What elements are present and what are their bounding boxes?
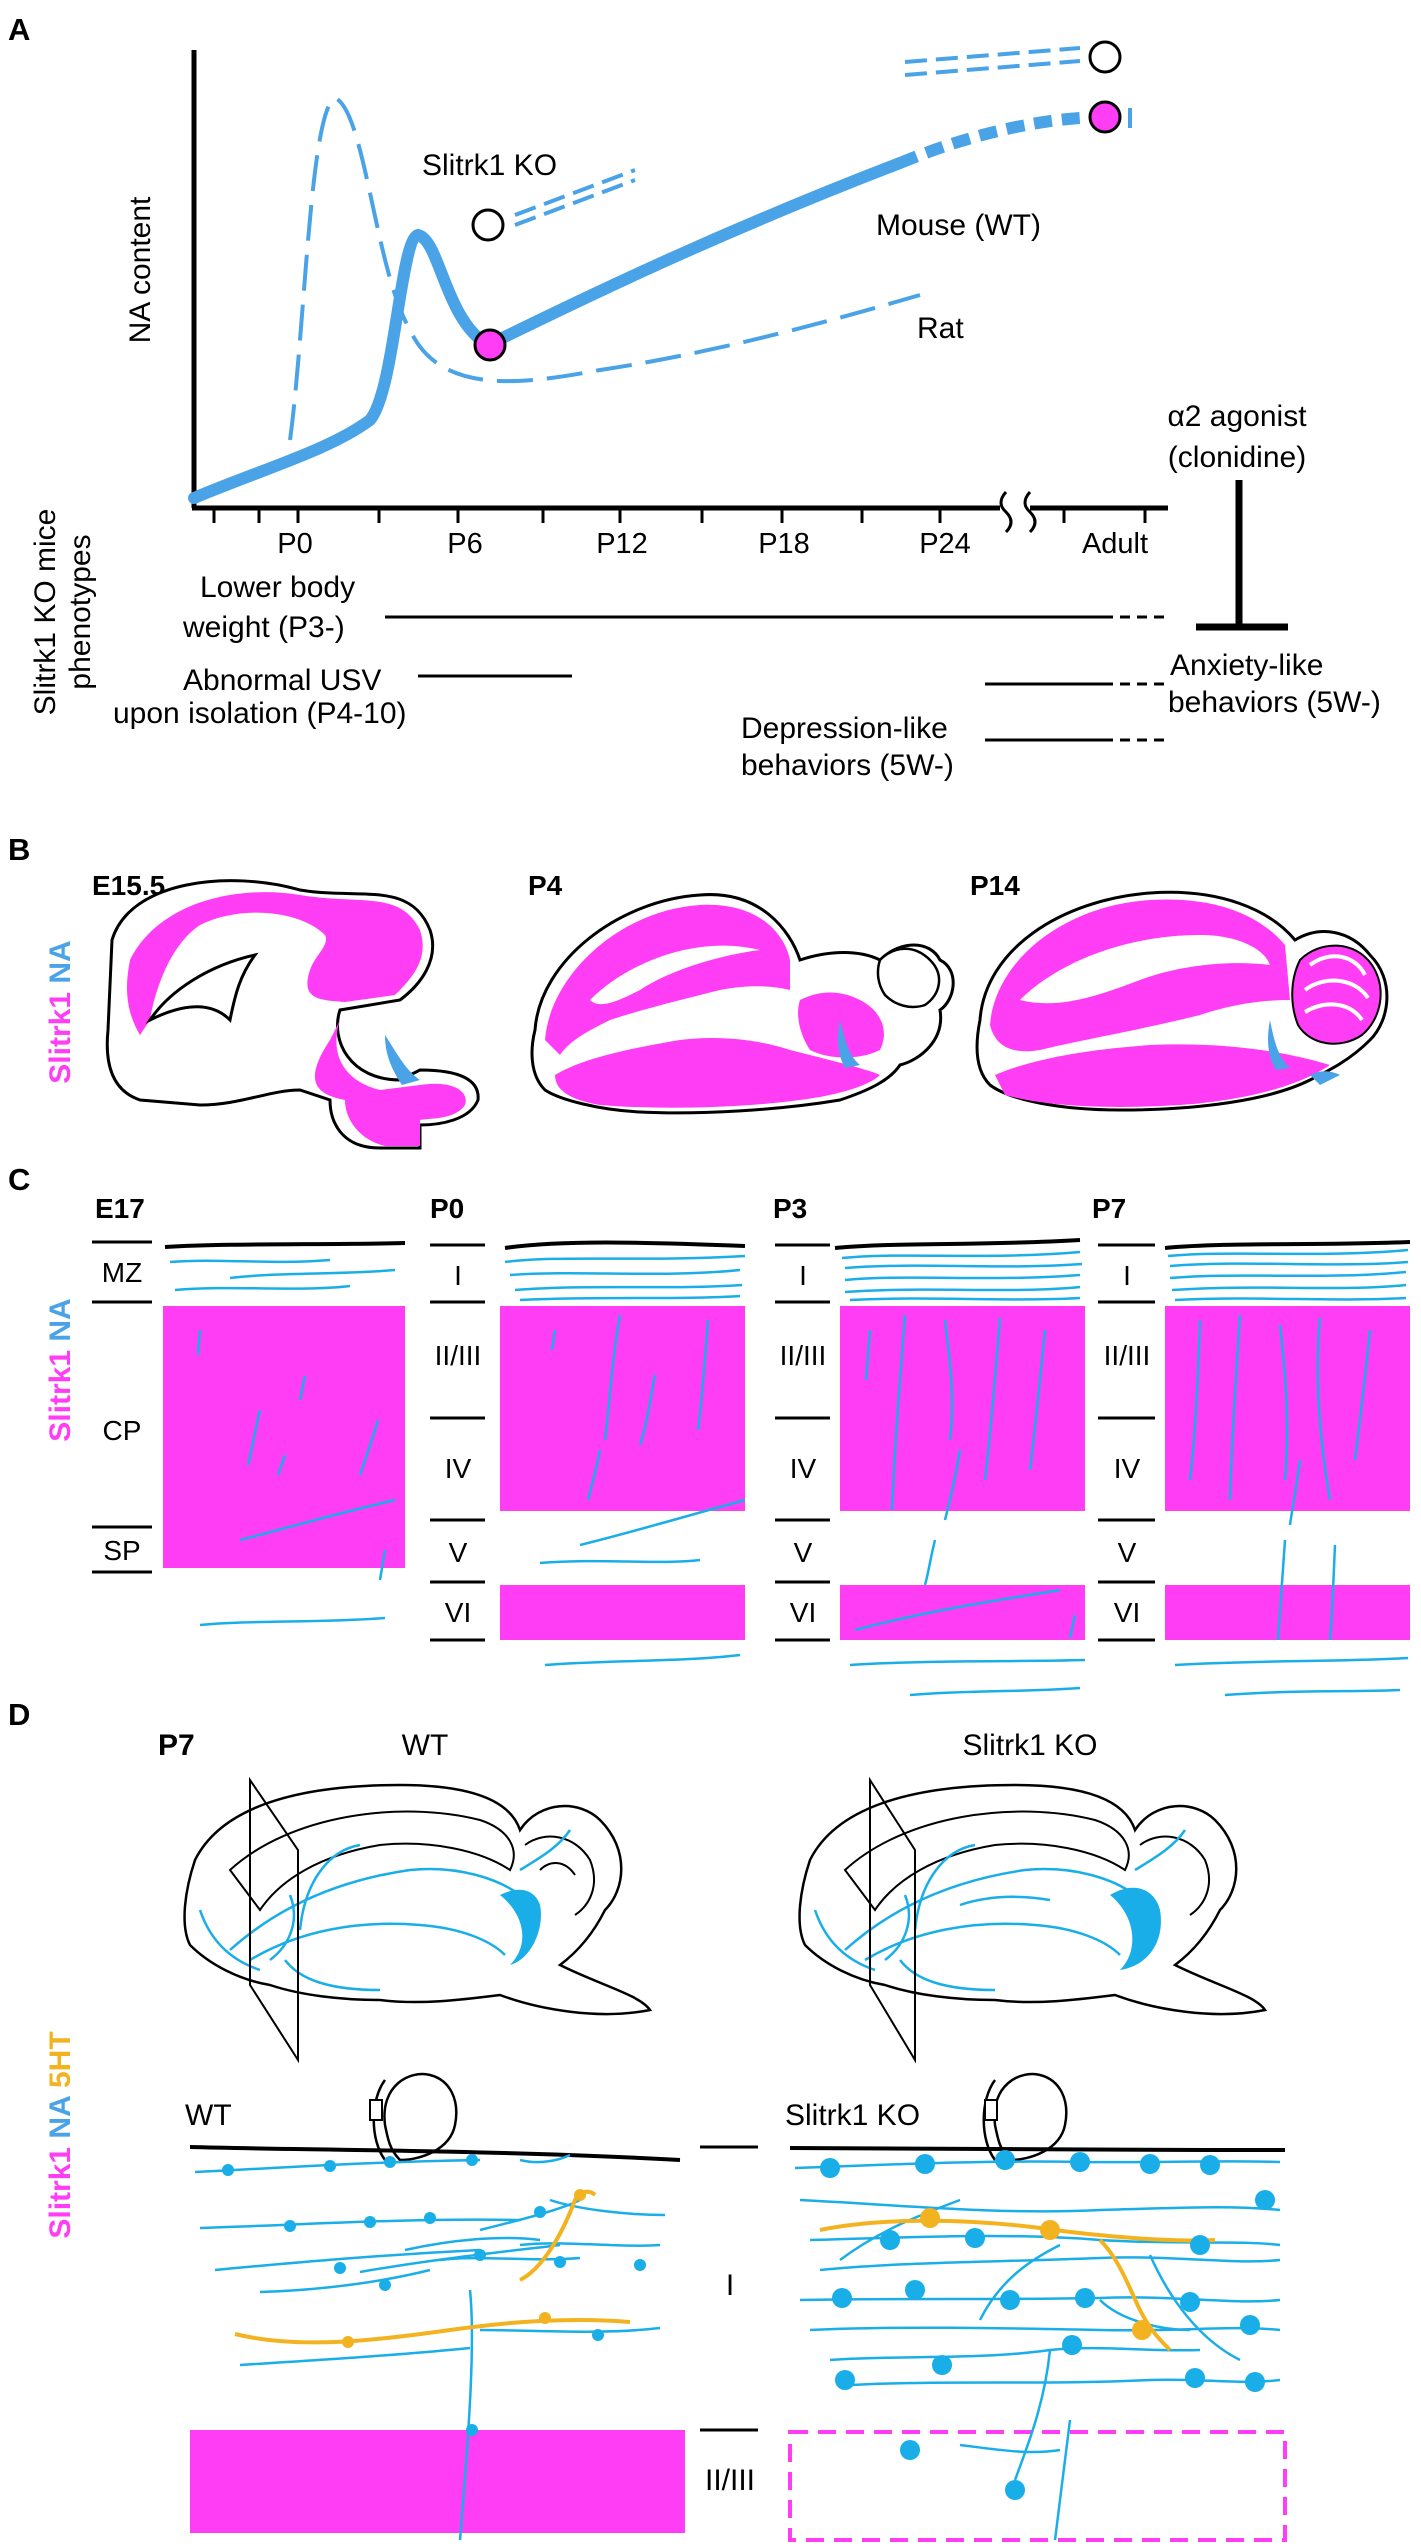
age-label: P3 bbox=[773, 1193, 807, 1224]
panel-b-label: B bbox=[8, 832, 30, 867]
column-p7: I II/III IV V VI bbox=[1098, 1240, 1411, 1697]
layer-label: SP bbox=[103, 1535, 140, 1566]
panel-a-label: A bbox=[8, 12, 30, 47]
ko-section-title: Slitrk1 KO bbox=[785, 2099, 920, 2132]
layer-label: VI bbox=[1114, 1597, 1140, 1628]
panel-c-label: C bbox=[8, 1162, 30, 1197]
ko-sagittal-brain bbox=[798, 1776, 1268, 2064]
layer-ii-iii-label: II/III bbox=[705, 2464, 755, 2497]
age-label: P14 bbox=[970, 870, 1020, 901]
age-label: P0 bbox=[430, 1193, 464, 1224]
ko-marker-adult bbox=[1088, 40, 1122, 74]
brain-p4 bbox=[530, 893, 955, 1115]
wt-section-title: WT bbox=[185, 2099, 232, 2132]
layer-label: V bbox=[794, 1537, 813, 1568]
age-label: E17 bbox=[95, 1193, 145, 1224]
age-label: P7 bbox=[158, 1729, 195, 1762]
agonist-label: (clonidine) bbox=[1168, 441, 1306, 474]
rat-curve bbox=[288, 95, 921, 441]
layer-label: IV bbox=[1114, 1453, 1141, 1484]
age-label: P7 bbox=[1092, 1193, 1126, 1224]
layer-label: II/III bbox=[435, 1340, 482, 1371]
side-label: Slitrk1 NA 5HT bbox=[44, 2031, 77, 2238]
layer-label: V bbox=[449, 1537, 468, 1568]
x-tick-label: P0 bbox=[277, 528, 312, 560]
na-label: NA bbox=[44, 940, 77, 983]
ko-layer-ii-iii-dashed-box bbox=[788, 2430, 1287, 2542]
wt-title: WT bbox=[402, 1729, 449, 1762]
slitrk1-label: Slitrk1 bbox=[44, 2147, 77, 2239]
wt-sagittal-brain bbox=[183, 1776, 653, 2064]
phenotypes-label: Slitrk1 KO mice bbox=[29, 509, 62, 716]
x-tick-label: P18 bbox=[758, 528, 810, 560]
layer-i-label: I bbox=[726, 2269, 734, 2302]
weight-label: weight (P3-) bbox=[182, 611, 345, 644]
layer-label: MZ bbox=[102, 1257, 142, 1288]
depression-label: Depression-like bbox=[741, 712, 948, 745]
x-tick-label: P6 bbox=[447, 528, 482, 560]
wt-cortex-detail bbox=[189, 2145, 685, 2541]
layer-label: II/III bbox=[1104, 1340, 1151, 1371]
layer-label: VI bbox=[445, 1597, 471, 1628]
layer-label: CP bbox=[103, 1415, 142, 1446]
side-label: Slitrk1 NA bbox=[44, 940, 77, 1083]
panel-a: A P0 P6 P12 P18 P24 Adult NA content bbox=[8, 12, 1381, 782]
x-axis-ticks bbox=[212, 508, 1147, 523]
mouse-wt-adult-dashed bbox=[897, 111, 1101, 169]
weight-label: Lower body bbox=[200, 571, 355, 604]
axis-break-mark bbox=[1023, 490, 1037, 534]
panel-b: B Slitrk1 NA E15.5 P4 P14 bbox=[8, 832, 1389, 1150]
column-p0: I II/III IV V VI bbox=[430, 1240, 746, 1667]
y-axis-label: NA content bbox=[124, 196, 157, 343]
5ht-label: 5HT bbox=[44, 2031, 77, 2088]
mouse-wt-curve bbox=[188, 157, 906, 504]
ko-dashed-lines bbox=[514, 46, 1081, 227]
na-label: NA bbox=[44, 1298, 77, 1341]
brain-e15-5 bbox=[105, 879, 480, 1150]
panel-d-label: D bbox=[8, 1697, 30, 1732]
panel-d: D P7 WT Slitrk1 KO Slitrk1 NA 5HT bbox=[8, 1697, 1287, 2542]
x-tick-label: P12 bbox=[596, 528, 648, 560]
rat-curve-label: Rat bbox=[917, 312, 964, 345]
anxiety-label: Anxiety-like bbox=[1170, 649, 1323, 682]
layer-label: IV bbox=[790, 1453, 817, 1484]
layer-label: IV bbox=[445, 1453, 472, 1484]
wt-coronal-section bbox=[369, 2072, 458, 2162]
panel-c: C Slitrk1 NA E17 P0 P3 P7 MZ CP SP bbox=[8, 1162, 1411, 1697]
layer-label: I bbox=[454, 1260, 462, 1291]
x-tick-label: Adult bbox=[1082, 528, 1148, 560]
anxiety-label: behaviors (5W-) bbox=[1168, 686, 1381, 719]
na-label: NA bbox=[44, 2096, 77, 2139]
mouse-curve-label: Mouse (WT) bbox=[876, 209, 1041, 242]
side-label: Slitrk1 NA bbox=[44, 1298, 77, 1441]
ko-title: Slitrk1 KO bbox=[962, 1729, 1097, 1762]
agonist-label: α2 agonist bbox=[1167, 400, 1307, 433]
layer-label: V bbox=[1118, 1537, 1137, 1568]
usv-label: upon isolation (P4-10) bbox=[113, 697, 407, 730]
brain-p14 bbox=[975, 890, 1389, 1112]
depression-label: behaviors (5W-) bbox=[741, 749, 954, 782]
column-p3: I II/III IV V VI bbox=[775, 1238, 1086, 1697]
phenotypes-label: phenotypes bbox=[64, 534, 97, 689]
layer-label: VI bbox=[790, 1597, 816, 1628]
wt-marker-adult bbox=[1088, 100, 1122, 134]
ko-marker-p6 bbox=[471, 208, 505, 242]
layer-label: II/III bbox=[780, 1340, 827, 1371]
wt-marker-p6 bbox=[473, 328, 507, 362]
column-e17: MZ CP SP bbox=[92, 1240, 406, 1627]
ko-curve-label: Slitrk1 KO bbox=[422, 149, 557, 182]
usv-label: Abnormal USV bbox=[183, 664, 381, 697]
slitrk1-label: Slitrk1 bbox=[44, 1350, 77, 1442]
layer-label: I bbox=[799, 1260, 807, 1291]
slitrk1-label: Slitrk1 bbox=[44, 992, 77, 1084]
ko-cortex-detail bbox=[788, 2146, 1287, 2542]
layer-label: I bbox=[1123, 1260, 1131, 1291]
age-label: P4 bbox=[528, 870, 563, 901]
x-tick-label: P24 bbox=[919, 528, 971, 560]
axis-break-mark bbox=[999, 490, 1013, 534]
